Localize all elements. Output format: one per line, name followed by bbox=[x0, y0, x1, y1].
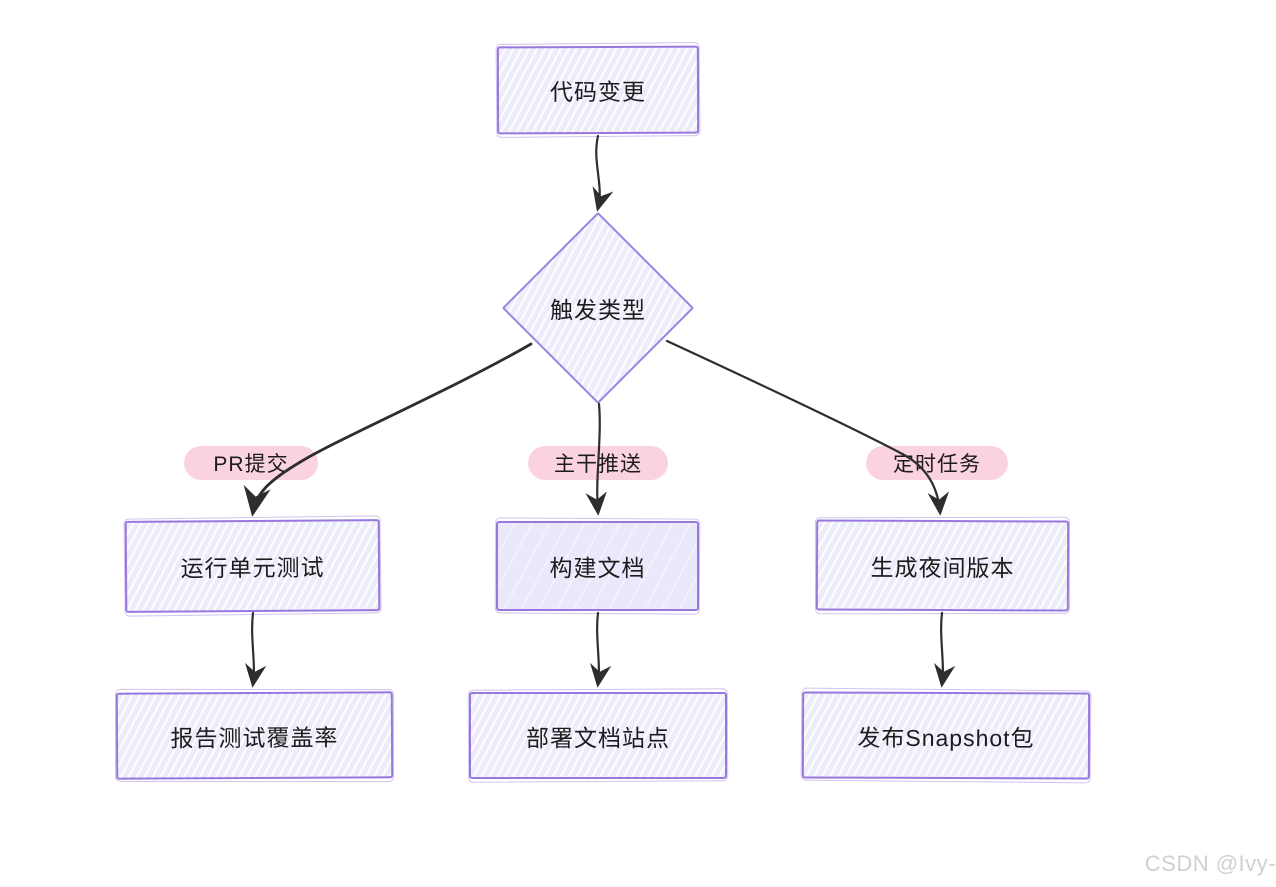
node-label: 报告测试覆盖率 bbox=[170, 724, 339, 751]
edge-label-scheduled-task: 定时任务 bbox=[866, 446, 1008, 480]
edge-code-change-to-trigger-type bbox=[596, 134, 599, 208]
edge-build-docs-to-deploy-docs-site bbox=[597, 611, 599, 684]
node-label: 触发类型 bbox=[550, 297, 646, 323]
node-trigger-type: 触发类型 bbox=[501, 211, 695, 405]
node-label: 构建文档 bbox=[549, 555, 646, 581]
node-run-unit-tests: 运行单元测试 bbox=[124, 519, 381, 613]
edge-label-text: 主干推送 bbox=[554, 453, 642, 476]
edge-generate-nightly-to-publish-snapshot bbox=[941, 611, 943, 684]
node-label: 发布Snapshot包 bbox=[857, 724, 1035, 751]
edge-label-trunk-push: 主干推送 bbox=[528, 446, 668, 480]
edge-trigger-type-to-run-unit-tests bbox=[253, 342, 533, 512]
edge-label-text: PR提交 bbox=[213, 453, 289, 476]
node-generate-nightly: 生成夜间版本 bbox=[815, 519, 1070, 612]
edge-label-pr-submit: PR提交 bbox=[184, 446, 318, 480]
csdn-watermark: CSDN @Ivy- bbox=[1144, 851, 1276, 876]
edge-run-unit-tests-to-report-coverage bbox=[252, 611, 254, 684]
edge-trigger-type-to-generate-nightly bbox=[665, 339, 940, 512]
node-code-change: 代码变更 bbox=[496, 45, 700, 135]
node-build-docs: 构建文档 bbox=[496, 521, 699, 611]
node-label: 部署文档站点 bbox=[526, 724, 670, 751]
node-label: 生成夜间版本 bbox=[870, 554, 1015, 581]
node-publish-snapshot: 发布Snapshot包 bbox=[801, 691, 1091, 780]
node-label: 运行单元测试 bbox=[180, 554, 325, 582]
node-report-coverage: 报告测试覆盖率 bbox=[115, 691, 394, 780]
edge-label-text: 定时任务 bbox=[893, 453, 981, 476]
node-deploy-docs-site: 部署文档站点 bbox=[469, 692, 727, 779]
node-label: 代码变更 bbox=[549, 78, 647, 106]
